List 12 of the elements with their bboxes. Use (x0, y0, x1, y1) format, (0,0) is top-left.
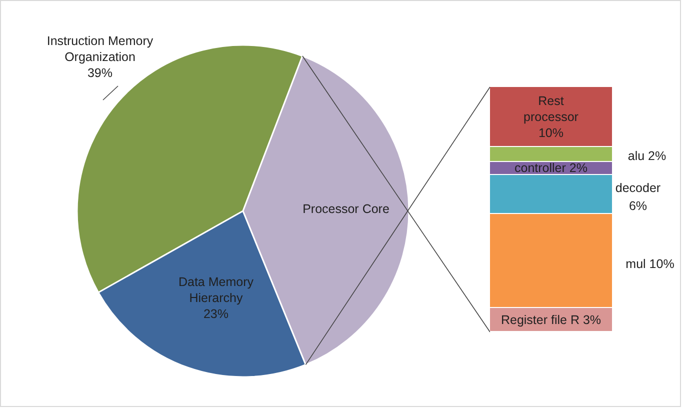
bar-segment (490, 214, 612, 308)
data-label: Instruction Memory Organization 39% (46, 33, 154, 81)
data-label: Processor Core (302, 201, 390, 217)
segment-label: decoder 6% (614, 180, 662, 215)
segment-label: alu 2% (626, 148, 668, 165)
bar-segment: Rest processor 10% (490, 87, 612, 147)
bar-segment (490, 147, 612, 162)
data-label: Data Memory Hierarchy 23% (177, 274, 255, 322)
bar-segment: controller 2% (490, 162, 612, 175)
bar-segment: Register file R 3% (490, 308, 612, 332)
segment-label: mul 10% (624, 256, 676, 273)
bar-segment (490, 175, 612, 214)
